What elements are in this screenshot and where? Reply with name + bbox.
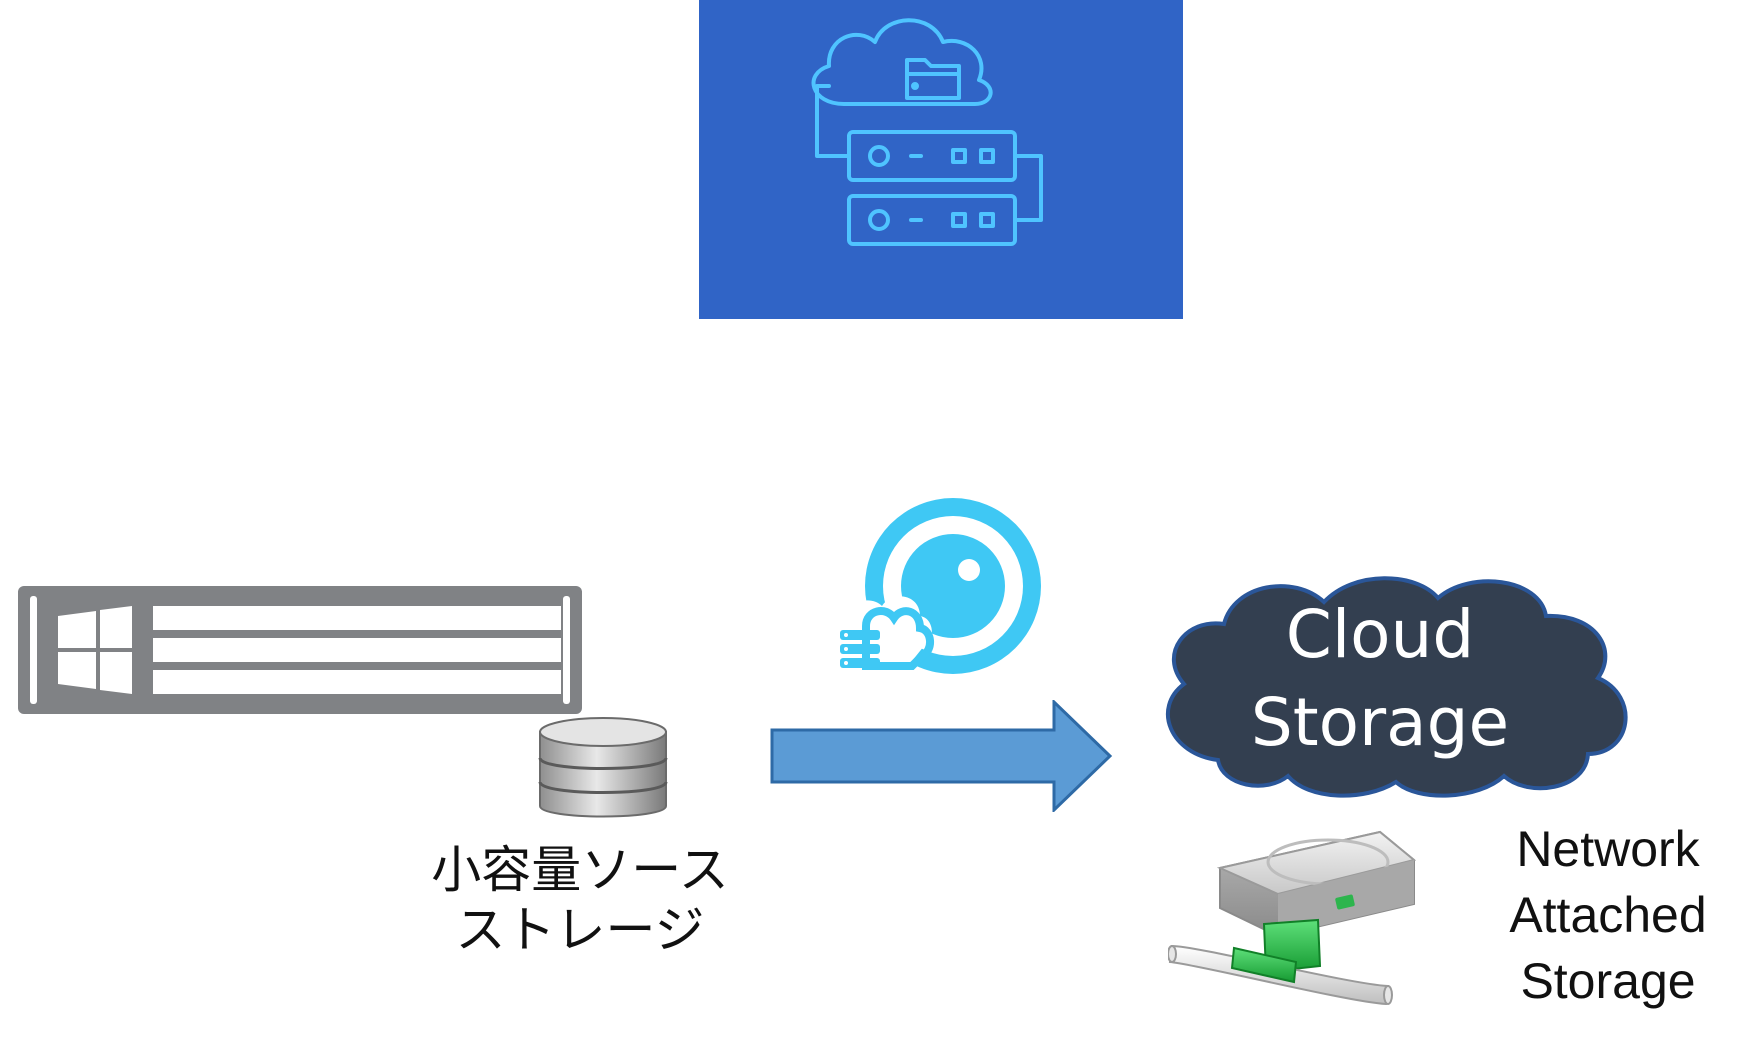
cloud-server-storage-icon	[699, 0, 1183, 319]
cloud-storage-label-line1: Cloud	[1285, 596, 1475, 673]
database-icon	[538, 717, 668, 818]
cloud-shape	[1165, 576, 1628, 798]
nas-label-line3: Storage	[1520, 953, 1696, 1009]
nas-label-line2: Attached	[1509, 887, 1707, 943]
right-arrow	[770, 700, 1113, 812]
windows-server-icon	[18, 586, 582, 714]
nas-label-line1: Network	[1516, 821, 1700, 877]
source-storage-label-line1: 小容量ソース	[431, 841, 729, 899]
source-storage-label-line2: ストレージ	[455, 901, 705, 959]
backup-software-logo	[840, 498, 1041, 674]
cloud-storage-label-line2: Storage	[1250, 684, 1510, 761]
network-drive-icon	[1168, 830, 1416, 1006]
